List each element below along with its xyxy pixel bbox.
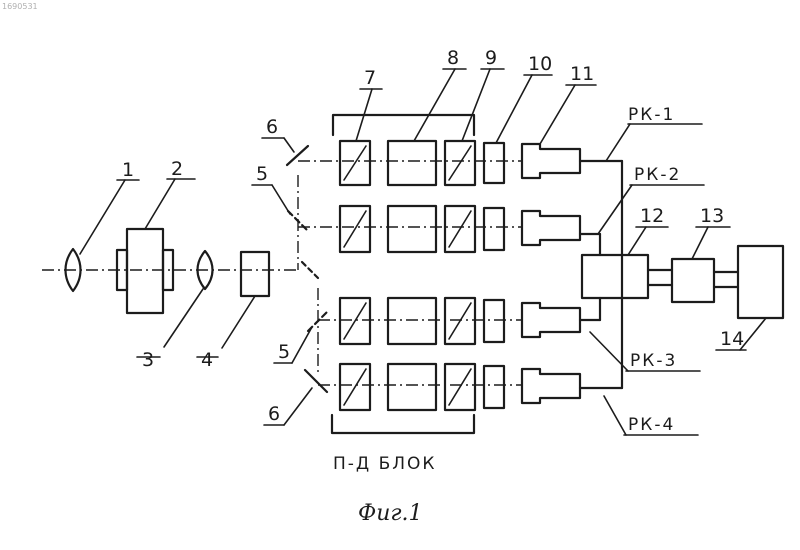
- camera-4: [522, 369, 580, 403]
- element-4-box: [241, 252, 269, 296]
- channel-row-4: [318, 364, 622, 410]
- label-10: 10: [528, 53, 552, 75]
- leader-1: [80, 180, 125, 254]
- leader-6-upper: [284, 138, 294, 152]
- label-6-upper: 6: [266, 116, 278, 138]
- leader-11: [540, 85, 575, 144]
- label-rk3: РК-3: [630, 351, 677, 371]
- label-12: 12: [640, 205, 664, 227]
- block-14: [738, 246, 783, 318]
- camera-2: [522, 211, 580, 245]
- leader-13: [692, 227, 708, 259]
- block-12: [582, 255, 648, 298]
- mirror-6-upper: [287, 146, 308, 165]
- leader-rk1: [606, 124, 630, 161]
- channel-row-3: [318, 298, 600, 344]
- mirror-6-lower: [305, 370, 327, 392]
- channel-row-2: [298, 206, 600, 255]
- channel-row-1: [298, 141, 622, 185]
- label-1: 1: [122, 159, 134, 181]
- label-rk4: РК-4: [628, 415, 675, 435]
- leader-8: [414, 69, 455, 141]
- camera-1: [522, 144, 580, 178]
- label-7: 7: [364, 67, 376, 89]
- label-6-lower: 6: [268, 403, 280, 425]
- leader-6-lower: [284, 388, 312, 425]
- label-4: 4: [201, 349, 213, 371]
- label-13: 13: [700, 205, 724, 227]
- leader-5-lower: [292, 327, 312, 363]
- block-13: [672, 259, 714, 302]
- label-2: 2: [171, 158, 183, 180]
- top-bracket: [333, 115, 474, 135]
- leader-rk4: [604, 396, 626, 435]
- figure-caption: Фиг.1: [358, 501, 423, 526]
- element-2-body: [127, 229, 163, 313]
- leader-12: [628, 227, 646, 255]
- leader-9: [462, 69, 490, 141]
- label-8: 8: [447, 47, 459, 69]
- label-11: 11: [570, 63, 594, 85]
- leader-3: [164, 289, 203, 347]
- block-label: П-Д БЛОК: [333, 454, 437, 474]
- label-9: 9: [485, 47, 497, 69]
- label-5-lower: 5: [278, 341, 290, 363]
- splitter-main: [302, 262, 318, 278]
- label-rk1: РК-1: [628, 105, 675, 125]
- leader-5-upper: [272, 185, 290, 214]
- label-5-upper: 5: [256, 163, 268, 185]
- camera-3: [522, 303, 580, 337]
- label-3: 3: [142, 349, 154, 371]
- document-stamp: 1690531: [2, 2, 38, 11]
- bottom-bracket: [332, 415, 474, 433]
- leader-2: [145, 179, 175, 229]
- leader-10: [496, 75, 532, 143]
- label-14: 14: [720, 328, 744, 350]
- leader-4: [222, 296, 255, 348]
- label-rk2: РК-2: [634, 165, 681, 185]
- leader-rk2: [598, 185, 632, 234]
